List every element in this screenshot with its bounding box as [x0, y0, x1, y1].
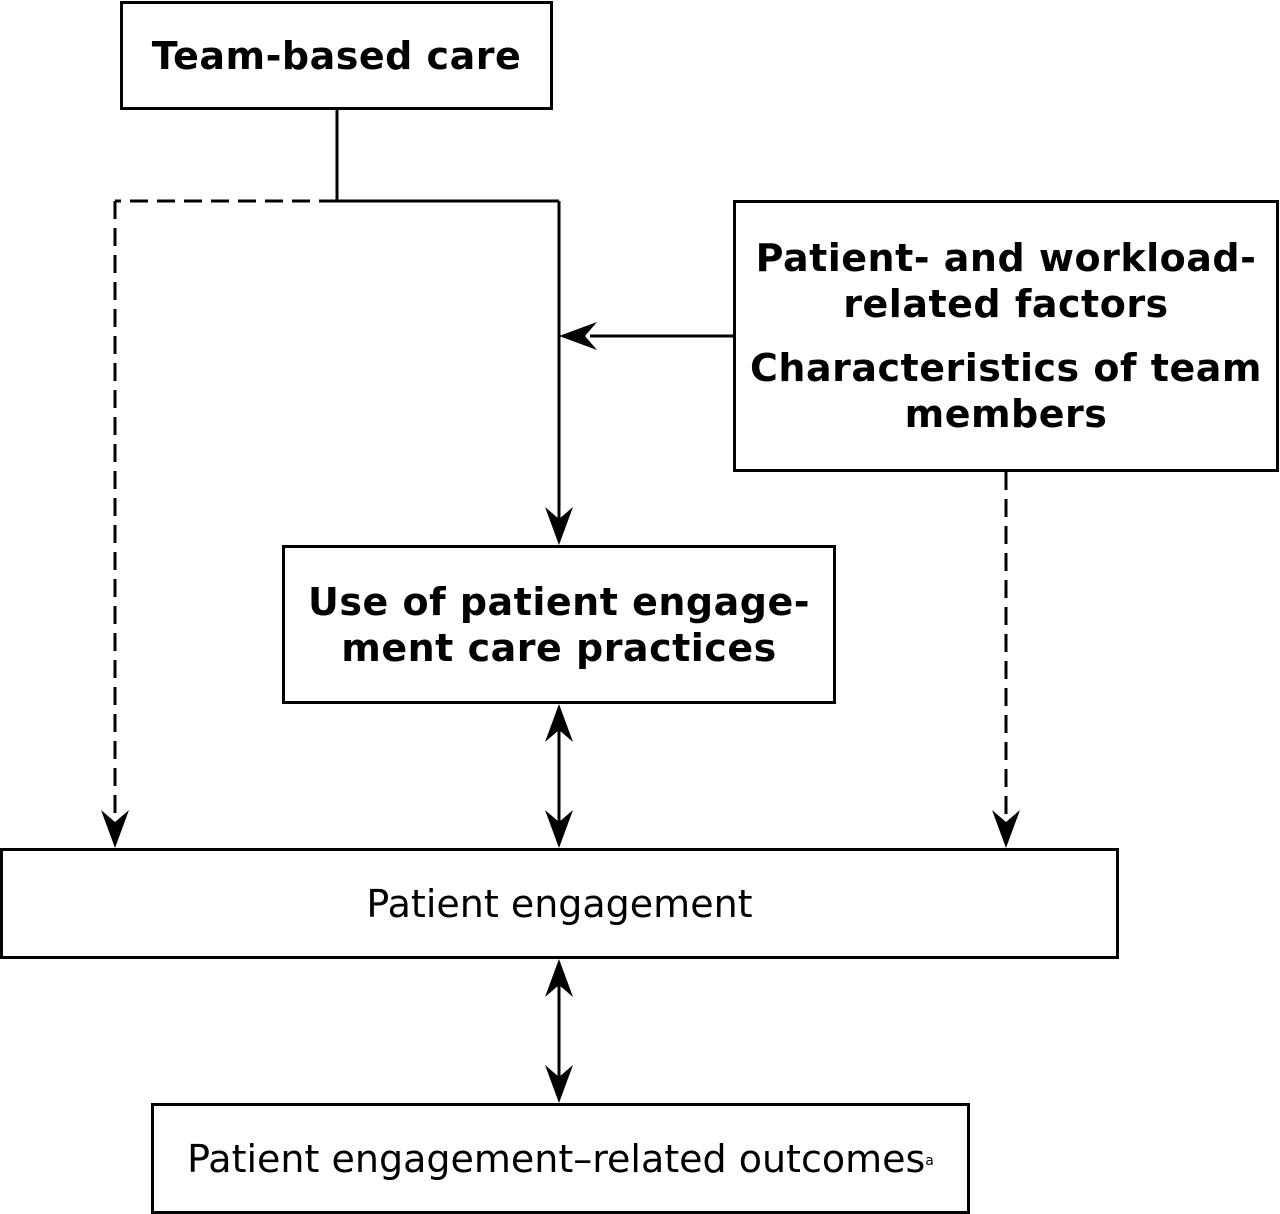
arrowhead-up-to-use [545, 704, 573, 742]
outcomes-footnote-marker: a [925, 1152, 934, 1169]
factors-label-line2: related factors [843, 282, 1169, 326]
outcomes-label-wrapper: Patient engagement–related outcomesa [187, 1136, 934, 1182]
arrowhead-down-to-engagement [545, 810, 573, 848]
arrowhead-right-dashed [992, 810, 1020, 848]
team-based-care-box: Team-based care [120, 1, 553, 110]
patient-engagement-box: Patient engagement [0, 848, 1119, 959]
arrowhead-up-to-engagement [545, 959, 573, 997]
use-of-practices-box: Use of patient engage- ment care practic… [282, 545, 836, 704]
factors-box: Patient- and workload- related factors C… [733, 200, 1279, 472]
arrowhead-left-dashed [101, 810, 129, 848]
arrowhead-into-use [545, 507, 573, 545]
patient-engagement-label: Patient engagement [366, 881, 753, 926]
outcomes-box: Patient engagement–related outcomesa [151, 1103, 970, 1214]
factors-label-line1: Patient- and workload- [755, 236, 1257, 280]
arrowhead-down-to-outcomes [545, 1065, 573, 1103]
arrowhead-factors-left [559, 322, 597, 350]
outcomes-label: Patient engagement–related outcomes [187, 1136, 926, 1181]
team-based-care-label: Team-based care [151, 33, 522, 78]
use-label-line2: ment care practices [341, 625, 777, 670]
characteristics-label-line1: Characteristics of team [750, 346, 1262, 390]
characteristics-label-line2: members [904, 392, 1108, 436]
use-label-line1: Use of patient engage- [307, 579, 810, 624]
